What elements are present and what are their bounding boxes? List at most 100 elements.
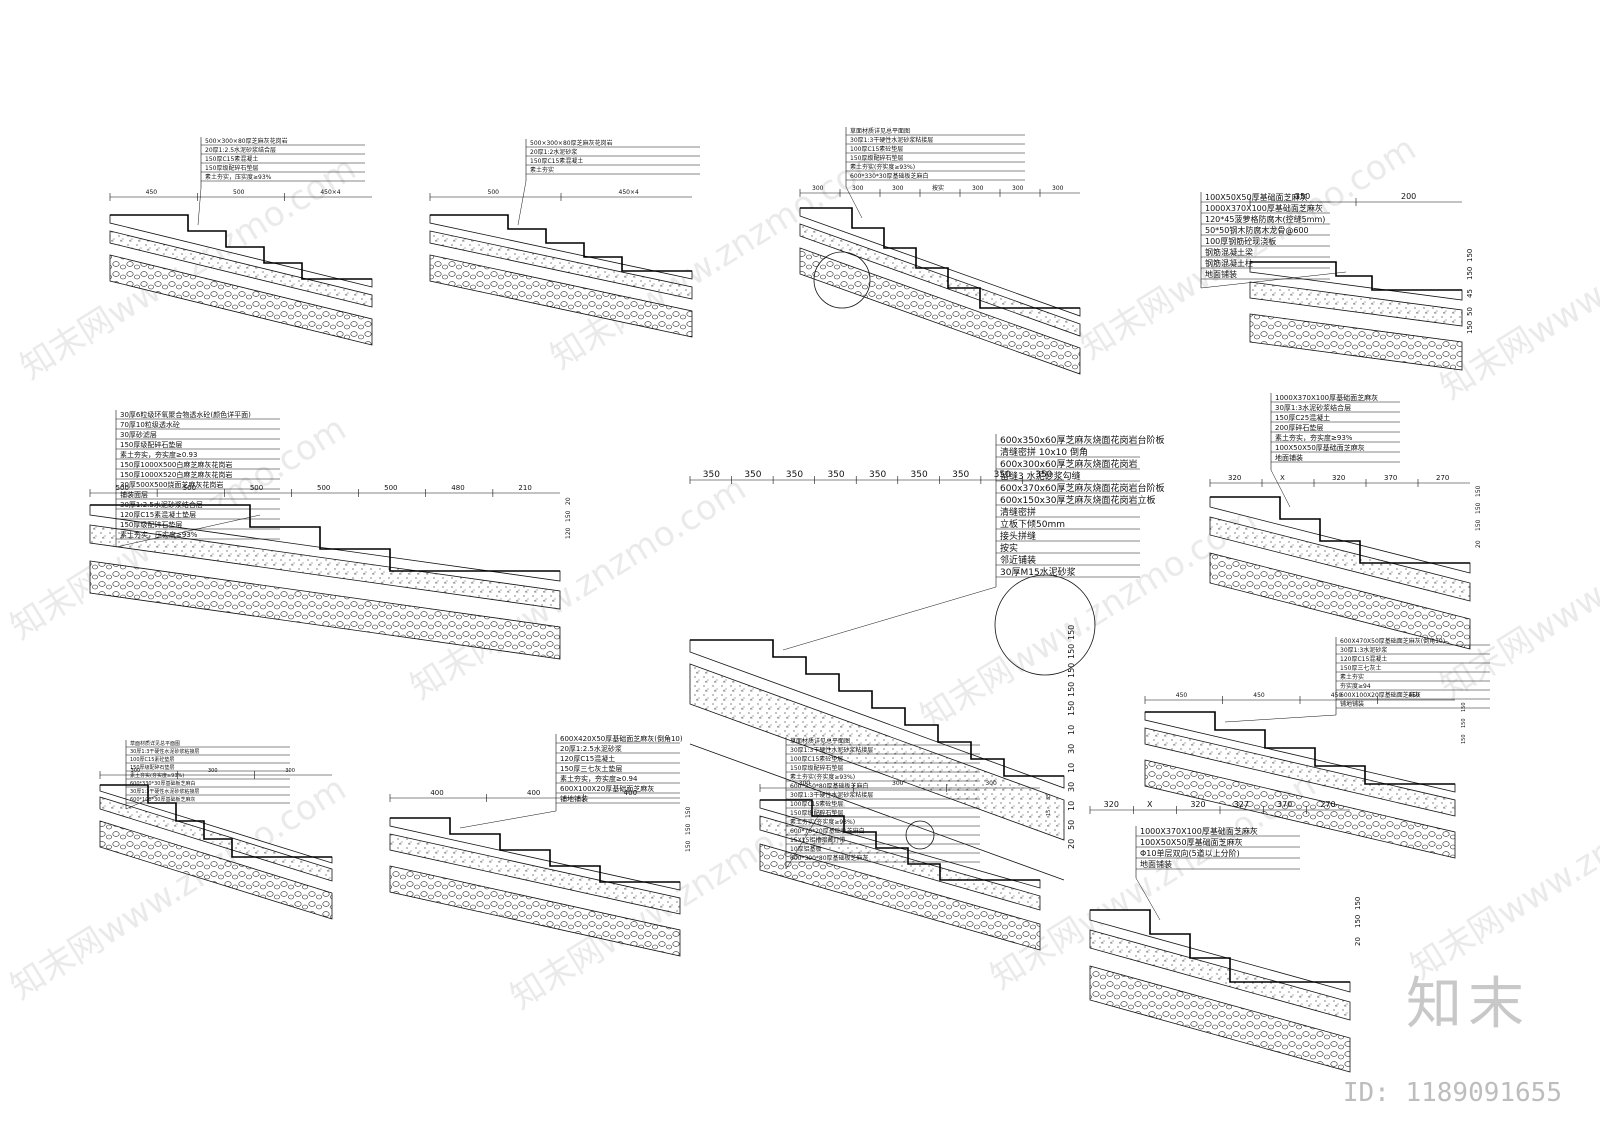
note-label: 100X50X50厚基础面芝麻灰: [1275, 443, 1365, 452]
note-label: 100厚钢筋砼现浇板: [1205, 236, 1276, 246]
note-label: 600X470X50厚基础面芝麻灰(倒角10): [1340, 637, 1445, 645]
dimension-label-vertical: 150: [1067, 682, 1076, 697]
note-label: 500×300×80厚芝麻灰花岗岩: [205, 137, 288, 145]
leader-arrow: [845, 186, 863, 219]
note-label: 150厚三七灰土垫层: [560, 764, 622, 773]
dimension-label: 500: [233, 189, 245, 196]
stair-outline: [1145, 711, 1455, 785]
dimension-label: 210: [518, 484, 531, 492]
dimension-label: 500: [384, 484, 397, 492]
note-label: 20厚1:2.5水泥砂浆结合层: [205, 146, 276, 154]
note-label: 30厚6粒级环氧聚合物透水砼(颜色详平面): [120, 410, 251, 419]
note-label: 素土夯实(夯实度≥93%): [790, 818, 855, 826]
gravel-layer: [99, 820, 333, 920]
dimension-label: 480: [451, 484, 464, 492]
note-label: 素土夯实(夯实度≥93%): [850, 163, 915, 171]
gravel-layer: [689, 743, 1065, 881]
note-label: 150厚三七灰土: [1340, 664, 1381, 672]
note-label: 600x150x30厚芝麻灰烧面花岗岩立板: [1000, 494, 1155, 506]
dimension-label-vertical: 150: [1466, 321, 1474, 334]
note-label: 150厚级配碎石垫层: [205, 164, 258, 172]
note-label: 600x370x60厚芝麻灰烧面花岗岩台阶板: [1000, 482, 1164, 494]
dimension-label: 350: [952, 470, 969, 480]
gravel-layer: [1089, 965, 1351, 1073]
dimension-label-vertical: 150: [1475, 519, 1482, 531]
dimension-label: 270: [1436, 474, 1449, 482]
note-label: 150厚级配碎石垫层: [120, 520, 182, 529]
gravel-layer: [1249, 313, 1463, 371]
note-label: 铺装面层: [120, 490, 148, 499]
note-label: 150厚级配碎石垫层: [790, 809, 843, 817]
stair-outline: [430, 214, 692, 272]
dimension-label: 450: [146, 189, 158, 196]
dimension-label-vertical: 50: [1466, 307, 1474, 316]
dimension-label-vertical: 150: [565, 510, 572, 522]
concrete-layer: [89, 524, 561, 610]
dimension-label-vertical: 10: [1067, 725, 1076, 735]
dimension-label-vertical: 15: [1046, 810, 1052, 816]
dimension-label: 400: [430, 789, 443, 797]
concrete-layer: [1209, 516, 1471, 602]
note-label: 120厚C15素混凝土垫层: [120, 510, 196, 519]
note-label: 立板下倾50mm: [1000, 518, 1065, 530]
dimension-label: 500: [116, 484, 129, 492]
dimension-label-vertical: 150: [1354, 915, 1362, 928]
note-label: 150厚级配碎石垫层: [120, 440, 182, 449]
dimension-label: 450×4: [320, 189, 340, 196]
note-label: 30厚M15水泥砂浆: [1000, 566, 1076, 578]
dimension-label: 300: [1052, 185, 1064, 192]
dimension-label: X: [1147, 800, 1153, 809]
dimension-label-vertical: 10: [1067, 763, 1076, 773]
note-label: 素土夯实(夯实度≥93%): [130, 772, 184, 779]
note-label: 600X100X20厚基础面芝麻灰: [560, 784, 654, 793]
note-label: 30厚1:3水泥砂浆结合层: [1275, 403, 1351, 412]
note-label: Φ10单层双向(5道以上分阶): [1140, 848, 1240, 858]
dimension-label: 300: [1012, 185, 1024, 192]
stair-outline: [390, 817, 680, 883]
note-label: 草面材质详见总平面图: [130, 740, 180, 747]
note-label: 素土夯实(夯实度≥93%): [790, 773, 855, 781]
note-label: 120厚C15混凝土: [560, 754, 615, 763]
dimension-label: 350: [786, 470, 803, 480]
dimension-label: 320: [1332, 474, 1345, 482]
note-label: 500×300×80厚芝麻灰花岗岩: [530, 139, 613, 147]
note-label: 接头拼缝: [1000, 530, 1036, 542]
note-label: 地面铺装: [1275, 453, 1303, 462]
leader-arrow: [197, 187, 202, 226]
note-label: 150厚1000X500白麻芝麻灰花岗岩: [120, 460, 232, 469]
dimension-label: 370: [1384, 474, 1397, 482]
dimension-label: X: [1280, 474, 1285, 482]
detail-callout-circle: [905, 820, 935, 850]
dimension-label: 500: [317, 484, 330, 492]
note-label: 夯实度≥94: [1340, 682, 1371, 690]
note-label: 邻近铺装: [1000, 554, 1036, 566]
gravel-layer: [429, 254, 693, 338]
note-label: 素土夯实，压实度≥93%: [205, 173, 272, 181]
detail-callout-circle: [994, 574, 1096, 676]
leader-arrow: [1224, 714, 1337, 723]
note-label: 100X50X50厚基础面芝麻灰: [1140, 837, 1243, 847]
note-label: 素土夯实: [530, 166, 554, 174]
note-label: 30厚1:3干硬性水泥砂浆粘接层: [790, 791, 873, 799]
leader-arrow: [125, 794, 159, 810]
dimension-label: 350: [1295, 192, 1310, 201]
dimension-label: 350: [994, 470, 1011, 480]
note-label: 1000X370X100厚基础面芝麻灰: [1275, 393, 1378, 402]
concrete-layer: [689, 663, 1065, 841]
dimension-label-vertical: 150: [685, 823, 692, 835]
leader-arrow: [785, 809, 823, 870]
watermark-text: 知末网www.znzmo.com: [1434, 169, 1600, 408]
note-label: 素土夯实，压实度≥93%: [120, 530, 198, 539]
note-label: 150厚C25混凝土: [1275, 413, 1330, 422]
note-label: 120*45菠萝格防腐木(控缝5mm): [1205, 214, 1325, 224]
note-label: 铺地铺装: [1340, 700, 1364, 708]
dimension-label-vertical: 150: [1461, 734, 1467, 744]
dimension-label: 320: [1190, 800, 1205, 809]
dimension-label: 327: [1234, 800, 1249, 809]
note-label: 70厚10粒级透水砼: [120, 420, 180, 429]
